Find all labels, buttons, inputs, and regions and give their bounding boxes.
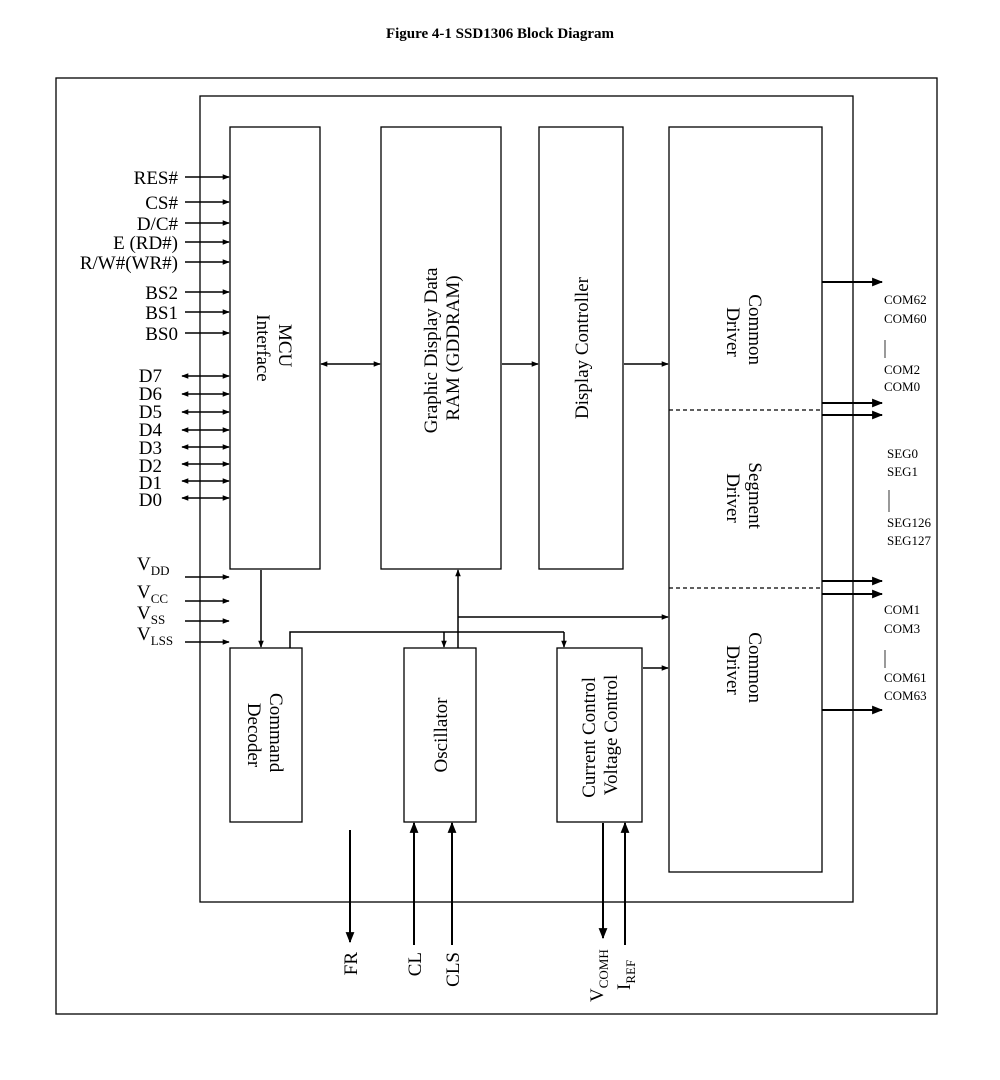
data-bus-arrows [181, 373, 230, 501]
pin-vdd: VDD [137, 554, 170, 578]
power-arrows [185, 574, 230, 645]
pin-e-rd: E (RD#) [113, 233, 178, 254]
pin-cls: CLS [443, 952, 464, 987]
out-seg1: SEG1 [887, 464, 918, 479]
out-seg126: SEG126 [887, 515, 932, 530]
control-arrows [185, 174, 230, 336]
pin-vcc: VCC [137, 582, 168, 606]
pin-d5: D5 [139, 402, 162, 423]
mcu-interface-block [229, 126, 321, 570]
pin-cs: CS# [145, 193, 178, 214]
pin-rw-wr: R/W#(WR#) [80, 253, 178, 274]
gddram-block [380, 126, 502, 570]
pin-fr: FR [341, 952, 362, 976]
out-com60: COM60 [884, 311, 927, 326]
display-controller-label: Display Controller [572, 276, 593, 419]
bottom-pin-arrows [345, 821, 630, 945]
driver-block [668, 126, 823, 873]
pin-vlss: VLSS [137, 624, 173, 648]
pin-d7: D7 [139, 366, 162, 387]
out-com2: COM2 [884, 362, 920, 377]
pin-dc: D/C# [137, 214, 179, 235]
common-driver-bottom-label: Common Driver [722, 632, 765, 707]
current-control-block [556, 647, 643, 823]
oscillator-block [403, 647, 477, 823]
common-driver-top-label: Common Driver [722, 294, 765, 369]
out-com0: COM0 [884, 379, 920, 394]
pin-res: RES# [134, 168, 179, 189]
pin-vcomh: VCOMH [587, 949, 611, 1002]
out-com63: COM63 [884, 688, 927, 703]
outer-frame [55, 77, 938, 1015]
display-controller-block [538, 126, 624, 570]
out-com1: COM1 [884, 602, 920, 617]
pin-vss: VSS [137, 603, 165, 627]
pin-d6: D6 [139, 384, 162, 405]
pin-cl: CL [405, 952, 426, 976]
pin-d0: D0 [139, 490, 162, 511]
pin-bs2: BS2 [145, 283, 178, 304]
out-seg0: SEG0 [887, 446, 918, 461]
pin-bs1: BS1 [145, 303, 178, 324]
current-control-label: Current Control Voltage Control [579, 672, 622, 798]
out-com62: COM62 [884, 292, 927, 307]
pin-d4: D4 [139, 420, 163, 441]
pin-iref: IREF [614, 960, 638, 990]
command-decoder-label: Command Decoder [243, 693, 286, 777]
out-com3: COM3 [884, 621, 920, 636]
command-decoder-block [229, 647, 303, 823]
output-arrows [822, 277, 884, 715]
pin-d1: D1 [139, 473, 162, 494]
gddram-label: Graphic Display Data RAM (GDDRAM) [421, 263, 464, 433]
out-seg127: SEG127 [887, 533, 932, 548]
pin-d2: D2 [139, 456, 162, 477]
figure-title: Figure 4-1 SSD1306 Block Diagram [385, 26, 615, 42]
internal-connections [258, 361, 669, 671]
oscillator-label: Oscillator [431, 697, 452, 773]
pin-d3: D3 [139, 438, 162, 459]
mcu-label: MCU Interface [252, 314, 295, 382]
pin-bs0: BS0 [145, 324, 178, 345]
out-com61: COM61 [884, 670, 927, 685]
segment-driver-label: Segment Driver [722, 462, 765, 533]
